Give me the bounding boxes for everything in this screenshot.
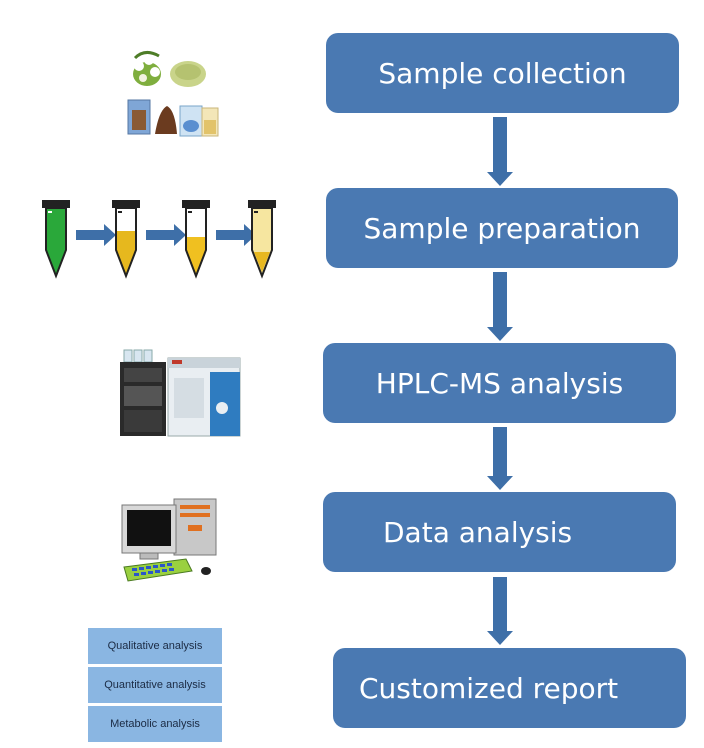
output-label: Quantitative analysis <box>104 679 206 691</box>
step-data-analysis: Data analysis <box>323 492 676 572</box>
step-sample-collection: Sample collection <box>326 33 679 113</box>
output-metabolic-analysis: Metabolic analysis <box>88 706 222 742</box>
step-label: Sample collection <box>378 56 627 90</box>
step-sample-preparation: Sample preparation <box>326 188 678 268</box>
output-label: Qualitative analysis <box>107 640 203 652</box>
flow-arrow <box>487 577 513 645</box>
flow-arrow <box>487 272 513 341</box>
output-quantitative-analysis: Quantitative analysis <box>88 667 222 703</box>
output-qualitative-analysis: Qualitative analysis <box>88 628 222 664</box>
flow-arrow <box>487 117 513 186</box>
step-label: Data analysis <box>383 515 573 549</box>
tube-series-icon <box>42 200 276 279</box>
sample-materials-icon <box>127 51 219 137</box>
step-label: HPLC-MS analysis <box>375 366 624 400</box>
output-label: Metabolic analysis <box>110 718 200 730</box>
step-customized-report: Customized report <box>333 648 686 728</box>
desktop-computer-icon <box>121 498 217 582</box>
report-outputs-list: Qualitative analysis Quantitative analys… <box>88 628 222 745</box>
step-hplc-ms-analysis: HPLC-MS analysis <box>323 343 676 423</box>
flow-arrow <box>487 427 513 490</box>
step-label: Customized report <box>359 671 619 705</box>
hplc-ms-instrument-icon <box>120 349 241 437</box>
step-label: Sample preparation <box>363 211 641 245</box>
